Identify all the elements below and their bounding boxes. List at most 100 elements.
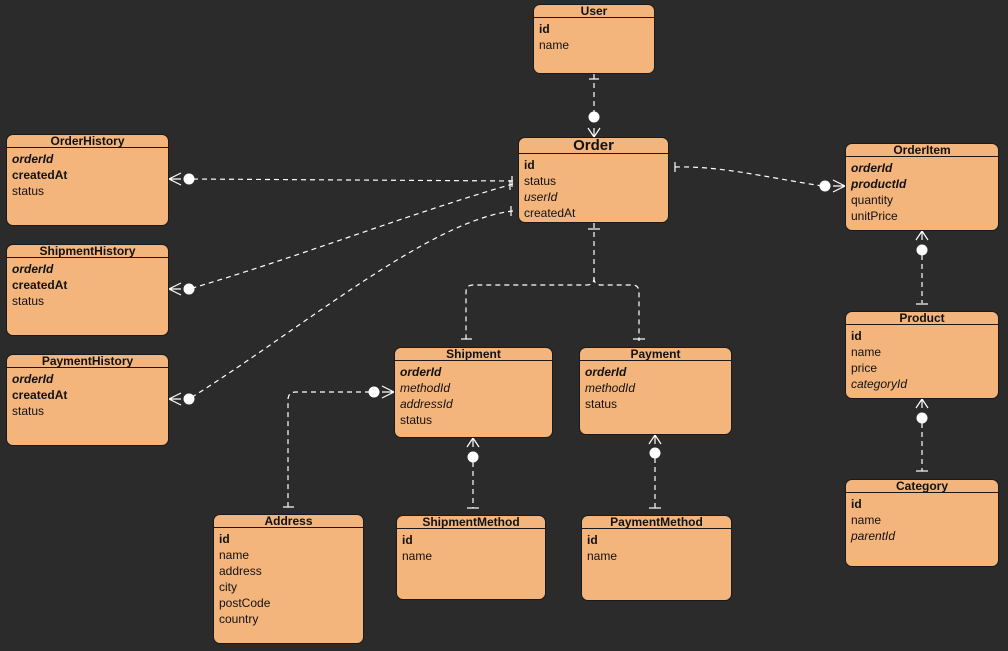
entity-field: parentId [851,529,896,543]
entity-field: quantity [851,193,894,207]
entity-title: PaymentHistory [7,355,168,368]
entity-field: orderId [851,161,893,175]
entity-field-list: orderId createdAt status [7,368,168,419]
entity-field: status [400,413,433,427]
entity-field: productId [851,177,907,191]
many-marker [648,433,662,445]
entity-field: postCode [219,596,271,610]
entity-field-list: id name parentId [846,493,998,544]
entity-field: name [851,513,882,527]
relationship-line [593,277,640,341]
many-marker [167,172,182,186]
many-marker [167,282,182,296]
entity-title: Shipment [395,348,552,361]
entity-field: id [402,533,413,547]
entity-field: createdAt [12,278,68,292]
entity-field: categoryId [851,377,908,391]
entity-payment[interactable]: Payment orderId methodId status [579,347,732,435]
entity-field: price [851,361,878,375]
zero-marker [467,451,479,463]
entity-title: ShipmentHistory [7,245,168,258]
entity-field-list: id name [534,18,654,53]
entity-field-list: id status userId createdAt [519,154,668,221]
entity-field: orderId [12,372,54,386]
entity-field: methodId [585,381,636,395]
entity-title: User [534,5,654,18]
entity-field-list: id name [582,529,731,564]
entity-field-list: orderId productId quantity unitPrice [846,157,998,224]
entity-field: orderId [12,262,54,276]
relationship-line [188,183,514,290]
zero-marker [649,447,661,459]
entity-field-list: orderId methodId status [580,361,731,412]
zero-marker [368,386,380,398]
entity-field: id [524,158,535,172]
relationship-line [188,178,514,182]
relationship-line [287,391,370,508]
entity-field: id [851,497,862,511]
entity-title: Address [214,515,363,528]
entity-field: id [539,22,550,36]
entity-paymentmethod[interactable]: PaymentMethod id name [581,515,732,601]
many-marker [167,392,182,406]
entity-field: name [539,38,570,52]
entity-title: ShipmentMethod [397,516,545,529]
zero-marker [916,244,928,256]
zero-marker [588,111,600,123]
entity-field: address [219,564,262,578]
zero-marker [183,393,195,405]
entity-field: createdAt [524,206,576,220]
relationship-line [674,166,823,187]
many-marker [915,397,929,409]
entity-shipmenthistory[interactable]: ShipmentHistory orderId createdAt status [6,244,169,336]
entity-field: status [12,294,45,308]
entity-title: Payment [580,348,731,361]
zero-marker [183,173,195,185]
entity-field: status [12,184,45,198]
many-marker [832,179,847,193]
entity-field: createdAt [12,388,68,402]
entity-field: status [524,174,557,188]
entity-paymenthistory[interactable]: PaymentHistory orderId createdAt status [6,354,169,446]
entity-field: name [587,549,618,563]
entity-field: city [219,580,237,594]
entity-field: country [219,612,259,626]
entity-shipmentmethod[interactable]: ShipmentMethod id name [396,515,546,600]
entity-field: status [12,404,45,418]
entity-field: id [851,329,862,343]
entity-field: name [402,549,433,563]
entity-field: createdAt [12,168,68,182]
entity-field: orderId [585,365,627,379]
many-marker [381,385,396,399]
many-marker [587,127,601,139]
entity-field: status [585,397,618,411]
entity-title: PaymentMethod [582,516,731,529]
entity-order[interactable]: Order id status userId createdAt [518,137,669,223]
many-marker [915,229,929,241]
entity-title: Order [519,138,668,154]
entity-field-list: id name price categoryId [846,325,998,392]
entity-field: orderId [400,365,442,379]
entity-field-list: orderId createdAt status [7,148,168,199]
entity-field: id [219,532,230,546]
entity-field: userId [524,190,558,204]
entity-user[interactable]: User id name [533,4,655,74]
many-marker [466,436,480,448]
relationship-line [465,223,595,341]
entity-field: id [587,533,598,547]
entity-field: name [851,345,882,359]
zero-marker [916,412,928,424]
entity-field: orderId [12,152,54,166]
entity-field-list: orderId createdAt status [7,258,168,309]
entity-field: unitPrice [851,209,898,223]
entity-field: addressId [400,397,453,411]
